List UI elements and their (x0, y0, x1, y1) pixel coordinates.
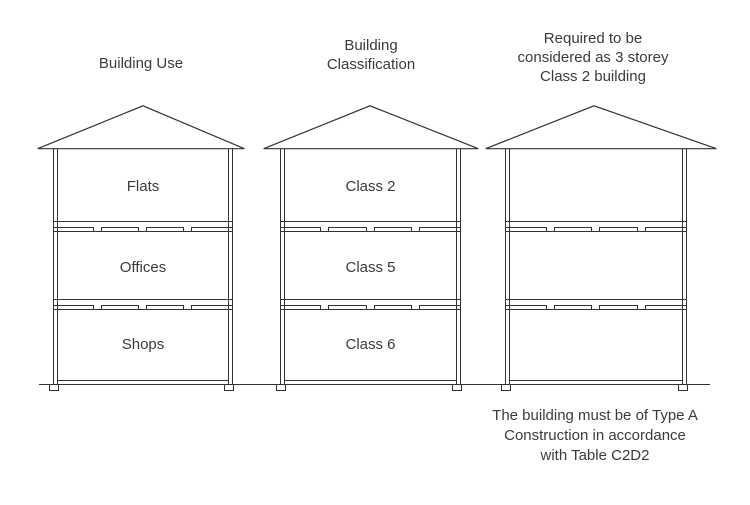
slab-line (280, 299, 461, 301)
wall-footing (224, 385, 234, 391)
three-storey-class2-section: Required to be considered as 3 storey Cl… (485, 0, 717, 505)
slab-line (53, 299, 233, 301)
slab-notch (183, 227, 192, 232)
floor-slab (505, 221, 687, 233)
slab-notch (410, 305, 420, 310)
floor-label-class2: Class 2 (345, 178, 396, 195)
wall-left (53, 149, 58, 384)
slab-notch (183, 305, 192, 310)
building-body (501, 149, 688, 391)
floor-label-empty (505, 259, 687, 277)
slab-notch (545, 305, 555, 310)
wall-footing (49, 385, 59, 391)
three-storey-class2-title: Required to be considered as 3 storey Cl… (517, 30, 669, 85)
ground-line (39, 384, 710, 386)
building-use-title: Building Use (98, 55, 184, 72)
building-classification-title: Building Classification (326, 37, 416, 73)
slab-notch (365, 227, 375, 232)
floor-label-flats: Flats (126, 178, 160, 195)
slab-notch (320, 305, 330, 310)
construction-note: The building must be of Type A Construct… (492, 407, 698, 464)
roof-outline (485, 105, 717, 150)
slab-line (505, 231, 687, 233)
slab-line (53, 221, 233, 223)
slab-notch (93, 227, 102, 232)
slab-notch (591, 227, 600, 232)
floor-label-class5: Class 5 (345, 259, 396, 276)
floor-slab (53, 221, 233, 233)
floor-label-offices: Offices (119, 259, 167, 276)
wall-footing (678, 385, 688, 391)
wall-left (505, 149, 510, 384)
floor-label-empty (505, 336, 687, 354)
wall-footing (276, 385, 286, 391)
wall-footing (452, 385, 462, 391)
slab-line (505, 221, 687, 223)
ground-slab-line (285, 379, 456, 381)
slab-line (53, 231, 233, 233)
wall-right (682, 149, 687, 384)
wall-footing (501, 385, 511, 391)
floor-slab (53, 299, 233, 311)
building-classification-section: Building Classification Class 2 Class 5 (263, 0, 479, 505)
roof-outline (37, 105, 245, 150)
slab-notch (93, 305, 102, 310)
slab-line (280, 231, 461, 233)
slab-notch (545, 227, 555, 232)
slab-notch (320, 227, 330, 232)
slab-notch (636, 227, 646, 232)
floor-slab (280, 299, 461, 311)
ground-slab-line (510, 379, 682, 381)
slab-notch (410, 227, 420, 232)
slab-notch (636, 305, 646, 310)
floor-slab (280, 221, 461, 233)
building-body: Class 2 Class 5 Class 6 (276, 149, 462, 391)
slab-line (53, 309, 233, 311)
wall-right (228, 149, 233, 384)
slab-notch (365, 305, 375, 310)
floor-slab (505, 299, 687, 311)
slab-line (280, 221, 461, 223)
slab-notch (591, 305, 600, 310)
wall-left (280, 149, 285, 384)
roof-outline (263, 105, 479, 150)
floor-label-empty (505, 178, 687, 196)
building-use-section: Building Use Flats Offices (37, 0, 245, 505)
slab-line (280, 309, 461, 311)
slab-notch (138, 305, 147, 310)
floor-label-shops: Shops (121, 336, 165, 353)
ground-slab-line (58, 379, 228, 381)
wall-right (456, 149, 461, 384)
building-body: Flats Offices Shops (49, 149, 234, 391)
slab-line (505, 309, 687, 311)
slab-line (505, 299, 687, 301)
floor-label-class6: Class 6 (345, 336, 396, 353)
slab-notch (138, 227, 147, 232)
